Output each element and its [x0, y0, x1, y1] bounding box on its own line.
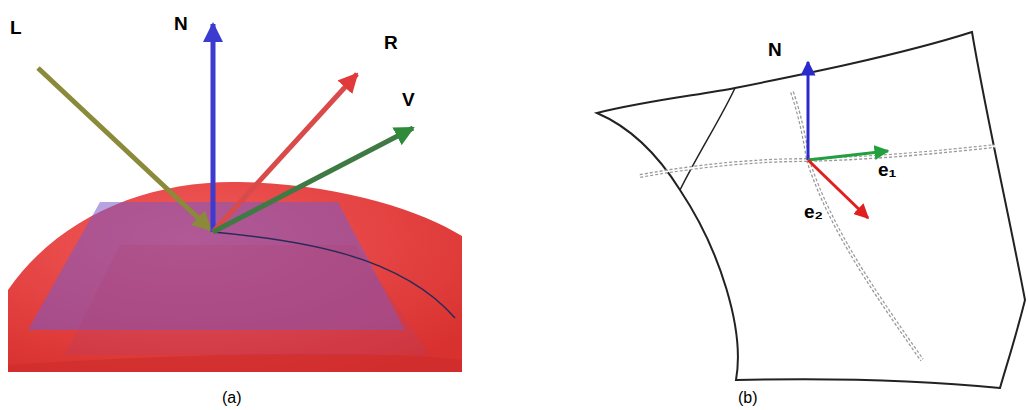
sphere-panel [8, 24, 462, 372]
vector-label: e₁ [878, 160, 896, 179]
vector-label: e₂ [804, 202, 823, 221]
vector-label: R [384, 33, 398, 52]
panel-caption: (a) [222, 390, 242, 406]
reflection-vector [213, 74, 357, 232]
vector-label: N [768, 40, 782, 59]
vector-label: V [402, 90, 415, 109]
vector-label: N [174, 14, 188, 33]
vector-label: L [10, 18, 22, 37]
parameter-curve [792, 92, 922, 360]
parameter-curve [640, 146, 995, 176]
view-vector [213, 128, 413, 232]
panel-caption: (b) [738, 390, 758, 406]
surface-curve [213, 232, 455, 318]
light-vector [38, 68, 211, 230]
normal-vector [807, 62, 810, 160]
surface-panel [597, 32, 1025, 388]
tangent-vector [808, 151, 888, 160]
surface-patch [597, 32, 1025, 388]
normal-vector [211, 24, 216, 232]
